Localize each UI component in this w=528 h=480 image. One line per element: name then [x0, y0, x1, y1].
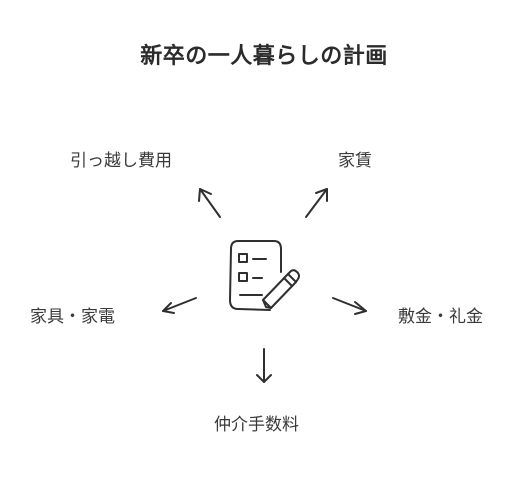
branch-label-agent-fee: 仲介手数料 — [214, 415, 299, 435]
arrow-to-rent — [305, 188, 328, 218]
arrow-to-furniture — [162, 297, 197, 314]
branch-label-deposit: 敷金・礼金 — [398, 307, 483, 327]
arrow-to-moving — [198, 188, 221, 218]
pencil-icon — [262, 269, 300, 309]
clipboard-right-edge — [237, 240, 282, 273]
checkbox-1 — [238, 253, 248, 263]
branch-label-moving: 引っ越し費用 — [70, 151, 172, 171]
arrow-to-agent-fee — [256, 348, 272, 383]
checkbox-2 — [238, 272, 248, 282]
arrow-to-deposit — [332, 297, 367, 315]
clipboard-outline — [229, 240, 271, 311]
checklist-pencil-icon — [229, 240, 300, 311]
branch-label-rent: 家賃 — [338, 151, 372, 171]
diagram-title: 新卒の一人暮らしの計画 — [140, 44, 388, 69]
branch-label-furniture: 家具・家電 — [30, 307, 115, 327]
